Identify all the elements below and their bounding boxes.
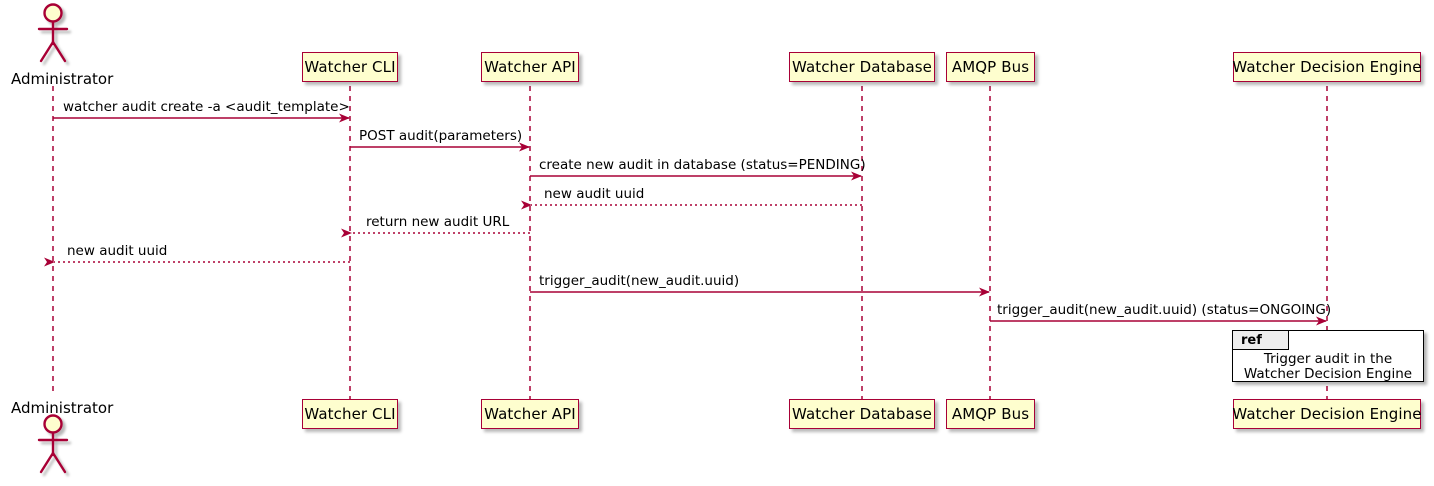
- message-label-8: trigger_audit(new_audit.uuid) (status=ON…: [997, 302, 1332, 318]
- message-arrows-group: [44, 113, 1327, 326]
- participant-decision-top[interactable]: Watcher Decision Engine: [1232, 52, 1422, 82]
- actor-label-admin-top: Administrator: [11, 70, 114, 88]
- participant-api-top[interactable]: Watcher API: [481, 52, 579, 82]
- participant-amqp-bottom[interactable]: AMQP Bus: [946, 399, 1035, 429]
- participant-amqp-top[interactable]: AMQP Bus: [946, 52, 1035, 82]
- participant-api-bottom[interactable]: Watcher API: [481, 399, 579, 429]
- actor-figure-admin-top: [37, 3, 69, 63]
- participant-decision-bottom[interactable]: Watcher Decision Engine: [1232, 399, 1422, 429]
- message-label-7: trigger_audit(new_audit.uuid): [539, 273, 740, 289]
- ref-fragment-line-1: Trigger audit in the: [1263, 351, 1393, 367]
- actor-figure-admin-bottom: [37, 414, 69, 474]
- message-label-2: POST audit(parameters): [359, 128, 523, 144]
- ref-fragment-line-2: Watcher Decision Engine: [1243, 366, 1413, 382]
- message-label-4: new audit uuid: [544, 186, 645, 202]
- message-label-5: return new audit URL: [366, 214, 510, 230]
- participant-db-bottom[interactable]: Watcher Database: [789, 399, 935, 429]
- actor-label-admin-bottom: Administrator: [11, 399, 114, 417]
- message-label-3: create new audit in database (status=PEN…: [539, 157, 866, 173]
- message-label-1: watcher audit create -a <audit_template>: [63, 99, 350, 115]
- participant-cli-top[interactable]: Watcher CLI: [302, 52, 398, 82]
- actor-figures-group: [37, 3, 69, 474]
- participant-cli-bottom[interactable]: Watcher CLI: [302, 399, 398, 429]
- participant-db-top[interactable]: Watcher Database: [789, 52, 935, 82]
- message-label-6: new audit uuid: [67, 243, 168, 259]
- ref-fragment-tab-label: ref: [1233, 331, 1289, 350]
